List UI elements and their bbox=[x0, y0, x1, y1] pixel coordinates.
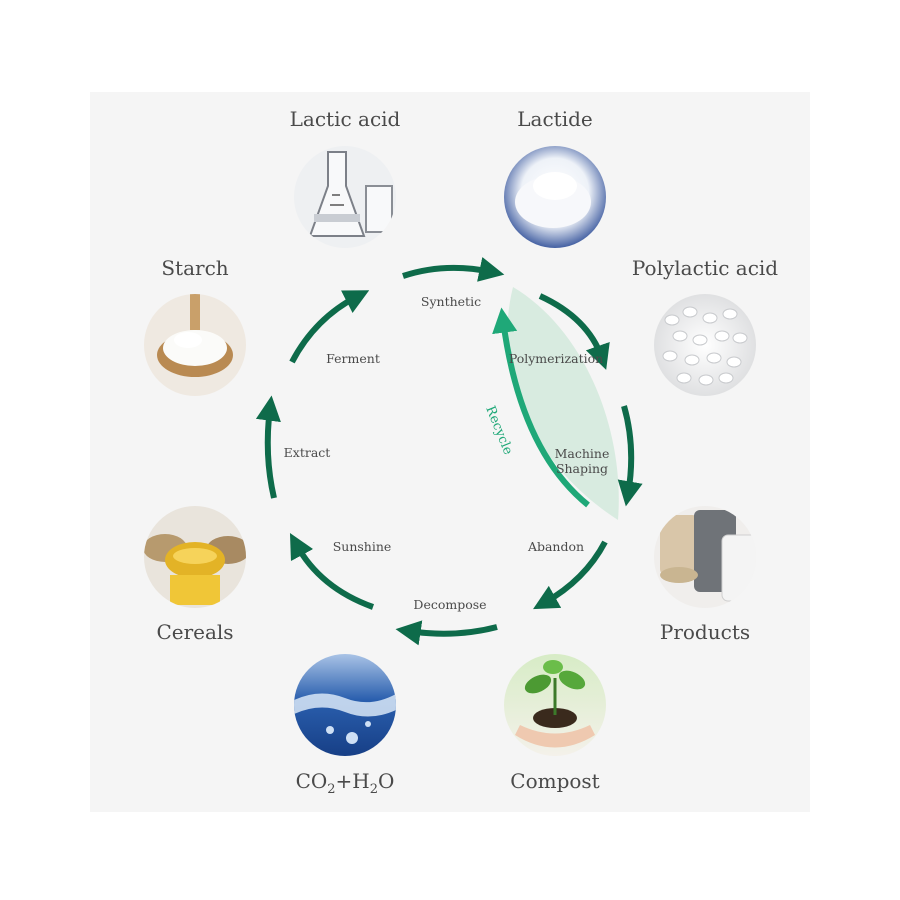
diagram-background bbox=[90, 92, 810, 812]
node-starch: Starch bbox=[144, 256, 246, 396]
label-lactide: Lactide bbox=[517, 107, 592, 131]
arrow-starch-to-lactic bbox=[289, 290, 370, 364]
label-compost: Compost bbox=[510, 769, 599, 793]
step-recycle: Recycle bbox=[482, 404, 515, 457]
grains-icon bbox=[144, 506, 246, 608]
step-abandon: Abandon bbox=[527, 539, 584, 554]
starch-spoon-icon bbox=[144, 294, 246, 396]
plastic-pellets-icon bbox=[654, 294, 756, 396]
arrow-recycle bbox=[492, 307, 590, 508]
recycle-leaf-shape bbox=[507, 287, 619, 520]
label-co2-h2o: CO2+H2O bbox=[296, 769, 395, 797]
node-lactic-acid: Lactic acid bbox=[290, 107, 401, 248]
arrow-co2-to-cereals bbox=[289, 532, 375, 610]
arrow-products-to-compost bbox=[533, 540, 608, 610]
label-products: Products bbox=[660, 620, 750, 644]
step-polymerization: Polymerization bbox=[509, 351, 603, 366]
step-synthetic: Synthetic bbox=[421, 294, 481, 309]
node-lactide: Lactide bbox=[504, 107, 606, 248]
seedling-in-hands-icon bbox=[504, 654, 606, 756]
step-extract: Extract bbox=[284, 445, 331, 460]
label-polylactic-acid: Polylactic acid bbox=[632, 256, 778, 280]
label-cereals: Cereals bbox=[156, 620, 233, 644]
label-lactic-acid: Lactic acid bbox=[290, 107, 401, 131]
water-splash-icon bbox=[294, 654, 396, 756]
arrow-lactide-to-pla bbox=[538, 293, 610, 370]
node-products: Products bbox=[654, 506, 756, 644]
label-starch: Starch bbox=[161, 256, 228, 280]
step-sunshine: Sunshine bbox=[333, 539, 392, 554]
node-polylactic-acid: Polylactic acid bbox=[632, 256, 778, 396]
node-cereals: Cereals bbox=[144, 506, 246, 644]
flask-icon bbox=[294, 146, 396, 248]
step-ferment: Ferment bbox=[326, 351, 380, 366]
node-compost: Compost bbox=[504, 654, 606, 793]
arrow-compost-to-co2 bbox=[395, 620, 498, 646]
step-decompose: Decompose bbox=[413, 597, 486, 612]
arrow-cereals-to-starch bbox=[255, 395, 281, 499]
step-machine-shaping-line2: Shaping bbox=[556, 461, 608, 476]
arrow-pla-to-products bbox=[617, 405, 643, 507]
arrow-lactic-to-lactide bbox=[402, 257, 505, 282]
step-machine-shaping-line1: Machine bbox=[555, 446, 610, 461]
white-powder-icon bbox=[504, 146, 606, 248]
node-co2-h2o: CO2+H2O bbox=[294, 654, 396, 797]
fabric-rolls-icon bbox=[654, 506, 756, 608]
